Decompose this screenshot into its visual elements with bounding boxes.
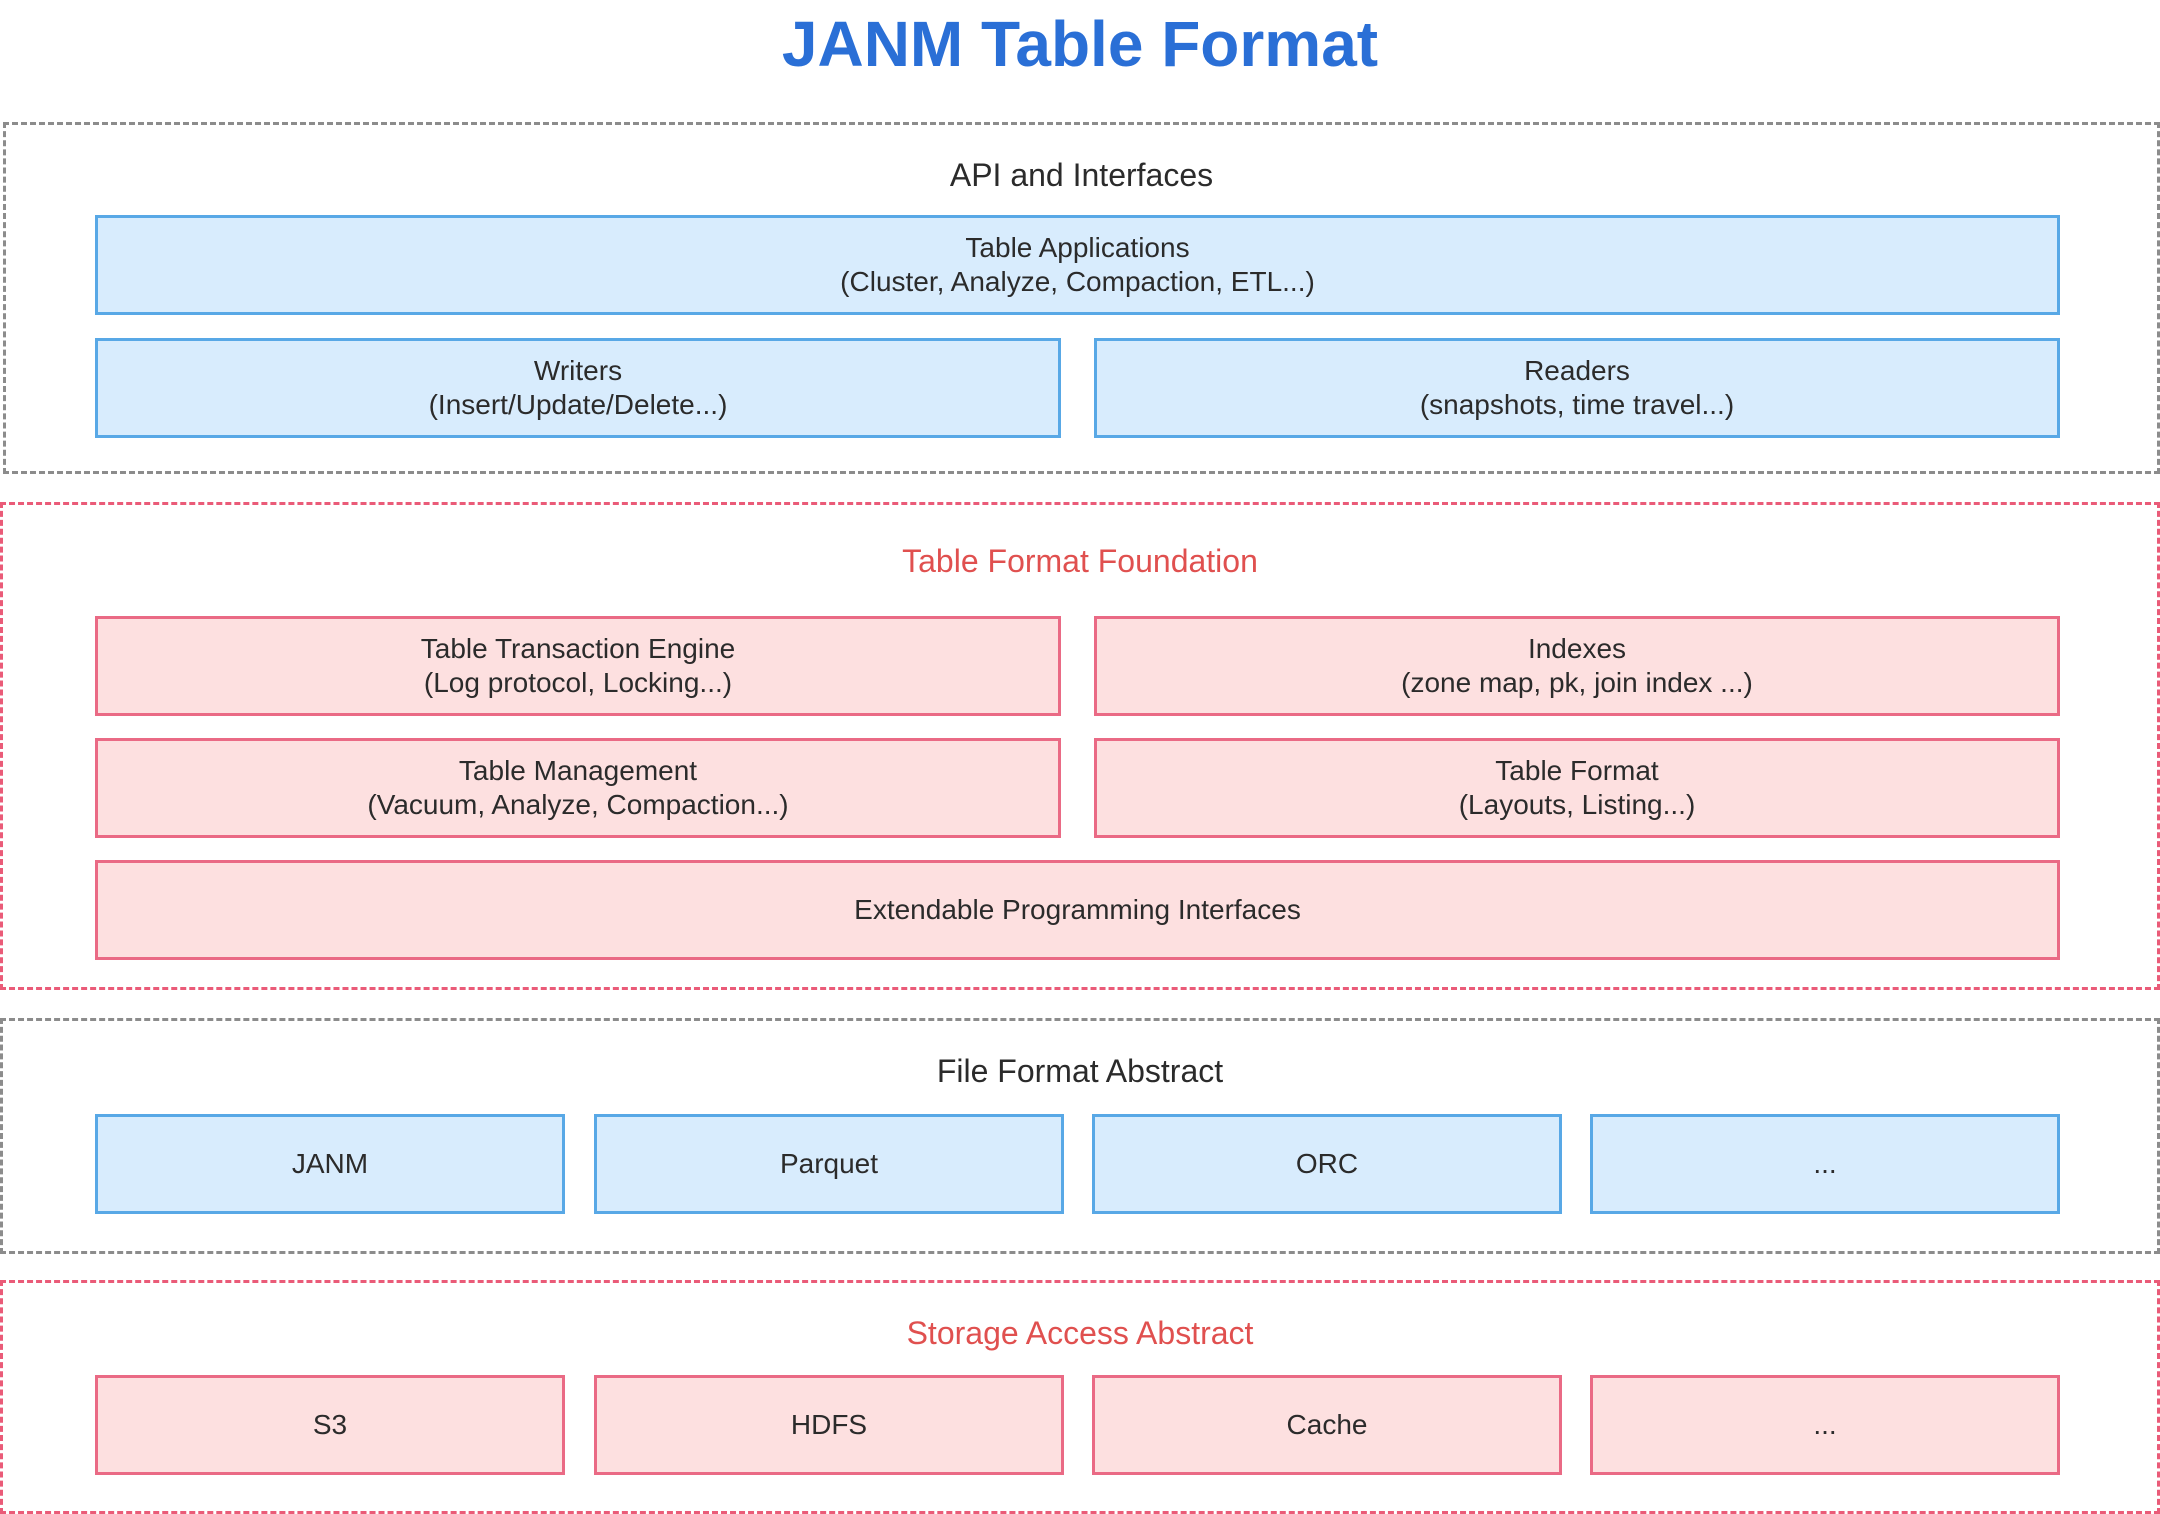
section-title: Table Format Foundation — [902, 543, 1258, 579]
box-storage-s3: S3 — [95, 1375, 565, 1475]
box-label: JANM — [291, 1148, 369, 1179]
section-table-format-foundation: Table Format Foundation — [0, 502, 2160, 990]
box-sublabel: (Log protocol, Locking...) — [423, 667, 733, 698]
section-storage-access-abstract: Storage Access Abstract — [0, 1280, 2160, 1514]
box-table-format: Table Format (Layouts, Listing...) — [1094, 738, 2060, 838]
box-sublabel: (Vacuum, Analyze, Compaction...) — [367, 789, 789, 820]
box-label: Indexes — [1527, 633, 1627, 664]
box-readers: Readers (snapshots, time travel...) — [1094, 338, 2060, 438]
box-storage-more: ... — [1590, 1375, 2060, 1475]
box-sublabel: (Insert/Update/Delete...) — [428, 389, 728, 420]
box-sublabel: (Cluster, Analyze, Compaction, ETL...) — [840, 266, 1315, 297]
section-api-and-interfaces: API and Interfaces — [3, 122, 2160, 474]
box-sublabel: (snapshots, time travel...) — [1419, 389, 1735, 420]
box-label: Table Management — [458, 755, 698, 786]
box-label: Table Applications — [965, 232, 1190, 263]
box-table-transaction-engine: Table Transaction Engine (Log protocol, … — [95, 616, 1061, 716]
box-sublabel: (zone map, pk, join index ...) — [1401, 667, 1753, 698]
box-extendable-programming-interfaces: Extendable Programming Interfaces — [95, 860, 2060, 960]
box-indexes: Indexes (zone map, pk, join index ...) — [1094, 616, 2060, 716]
box-sublabel: (Layouts, Listing...) — [1458, 789, 1696, 820]
diagram-title: JANM Table Format — [781, 8, 1379, 80]
box-file-format-janm: JANM — [95, 1114, 565, 1214]
section-title: File Format Abstract — [936, 1053, 1224, 1089]
section-title: API and Interfaces — [949, 157, 1214, 193]
box-writers: Writers (Insert/Update/Delete...) — [95, 338, 1061, 438]
box-table-applications: Table Applications (Cluster, Analyze, Co… — [95, 215, 2060, 315]
section-file-format-abstract: File Format Abstract — [0, 1018, 2160, 1254]
box-label: S3 — [312, 1409, 348, 1440]
box-table-management: Table Management (Vacuum, Analyze, Compa… — [95, 738, 1061, 838]
box-label: ... — [1813, 1148, 1837, 1179]
box-label: ... — [1813, 1409, 1837, 1440]
box-label: Extendable Programming Interfaces — [854, 894, 1301, 925]
box-label: Table Transaction Engine — [420, 633, 736, 664]
box-file-format-parquet: Parquet — [594, 1114, 1064, 1214]
box-storage-cache: Cache — [1092, 1375, 1562, 1475]
box-label: Table Format — [1495, 755, 1659, 786]
box-file-format-orc: ORC — [1092, 1114, 1562, 1214]
box-storage-hdfs: HDFS — [594, 1375, 1064, 1475]
box-file-format-more: ... — [1590, 1114, 2060, 1214]
box-label: Readers — [1524, 355, 1630, 386]
section-title: Storage Access Abstract — [906, 1315, 1254, 1351]
box-label: ORC — [1295, 1148, 1359, 1179]
box-label: HDFS — [790, 1409, 868, 1440]
box-label: Parquet — [779, 1148, 879, 1179]
box-label: Writers — [533, 355, 623, 386]
box-label: Cache — [1286, 1409, 1368, 1440]
